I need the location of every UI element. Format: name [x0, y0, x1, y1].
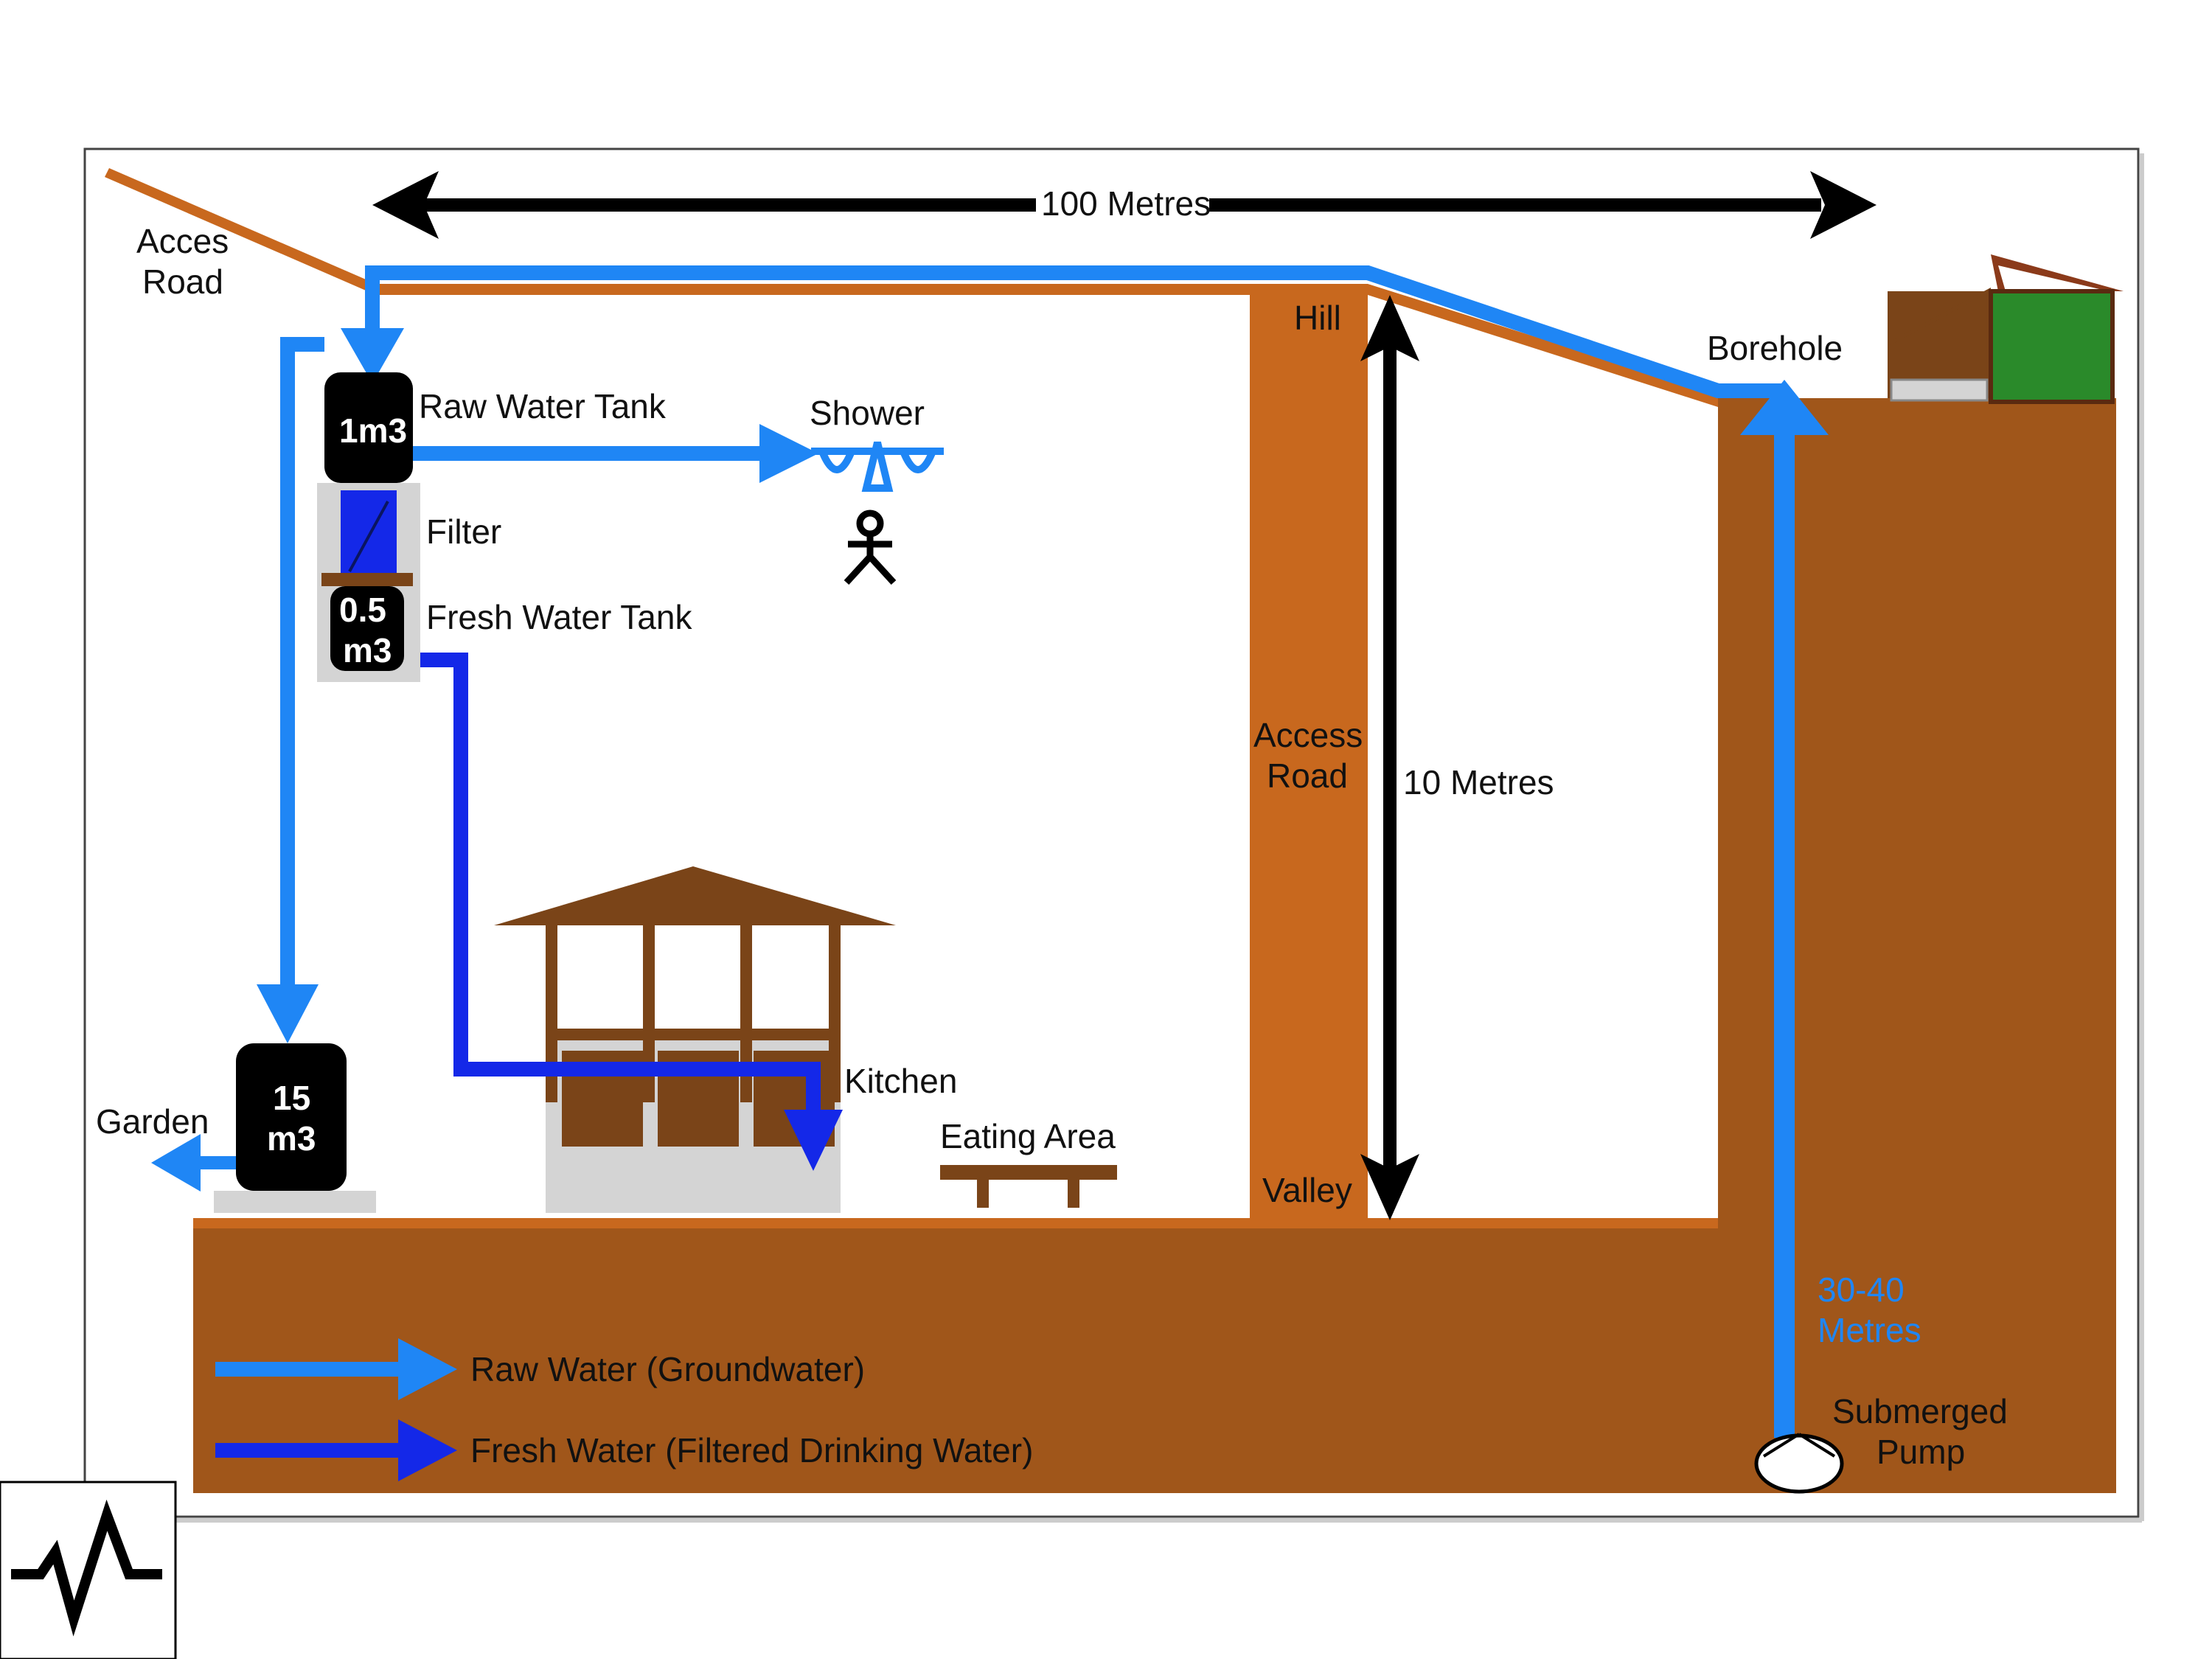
hill-slope-road	[1368, 284, 1718, 407]
fresh-water-tank-label: Fresh Water Tank	[426, 598, 692, 636]
fresh-water-tank: 0.5 m3	[330, 586, 404, 671]
fresh-tank-volume-line1: 0.5	[339, 591, 386, 629]
filter-label: Filter	[426, 512, 501, 551]
acces-road-label-line1: Acces	[136, 222, 229, 260]
hill-label: Hill	[1294, 299, 1341, 337]
borehole-label: Borehole	[1707, 329, 1843, 367]
distance-label-horizontal: 100 Metres	[1041, 184, 1211, 223]
storage-tank: 15 m3	[214, 1043, 376, 1213]
fresh-water-pipe	[398, 653, 821, 1124]
borehole-depth-label-line1: 30-40	[1818, 1270, 1905, 1309]
waveform-icon	[11, 1499, 162, 1637]
pump-house-base	[1890, 378, 1989, 402]
shower-inlet-arrow	[759, 424, 818, 483]
raw-tank-volume: 1m3	[339, 411, 407, 450]
acces-road-label-line2: Road	[142, 262, 223, 301]
legend-fresh-water-arrow	[398, 1419, 457, 1481]
pump-house-green-wall	[1989, 289, 2115, 404]
valley-ground	[193, 1224, 1718, 1493]
kitchen-roof	[494, 866, 896, 925]
distance-arrow-horizontal	[372, 171, 1877, 239]
borehole-up-arrow	[1740, 380, 1829, 435]
eating-area-table	[940, 1165, 1117, 1208]
raw-water-tank-label: Raw Water Tank	[419, 387, 667, 425]
kitchen-inlet-arrow	[784, 1110, 843, 1171]
access-road-label-line1: Access	[1253, 716, 1363, 754]
distance-arrow-vertical	[1360, 295, 1419, 1220]
legend-fresh-water-label: Fresh Water (Filtered Drinking Water)	[470, 1431, 1033, 1470]
valley-label: Valley	[1262, 1171, 1352, 1209]
submerged-pump-label-line2: Pump	[1877, 1433, 1965, 1471]
raw-tank-inlet-arrow	[341, 328, 404, 383]
hill-ground	[1718, 398, 2116, 1493]
eating-area-label: Eating Area	[940, 1117, 1116, 1155]
shower-head	[811, 441, 944, 492]
raw-water-supply-pipe	[365, 265, 1784, 398]
access-road-label-line2: Road	[1267, 757, 1348, 795]
hill-top-road	[376, 284, 1368, 295]
submerged-pump-label-line1: Submerged	[1832, 1392, 2008, 1430]
kitchen-label: Kitchen	[844, 1062, 957, 1100]
legend-raw-water-label: Raw Water (Groundwater)	[470, 1350, 865, 1388]
kitchen-building	[494, 866, 896, 1213]
access-road-vertical	[1250, 291, 1368, 1224]
storage-tank-volume-line2: m3	[267, 1119, 316, 1158]
storage-tank-inlet-arrow	[257, 984, 319, 1043]
legend-raw-water-arrow	[398, 1338, 457, 1400]
fresh-tank-volume-line2: m3	[343, 631, 392, 669]
distance-label-vertical: 10 Metres	[1403, 763, 1554, 801]
person-icon	[844, 509, 897, 585]
borehole-depth-label-line2: Metres	[1818, 1311, 1921, 1349]
filter	[321, 490, 413, 586]
garden-label: Garden	[96, 1102, 209, 1141]
pump-house	[1888, 254, 2124, 404]
shower-label: Shower	[810, 394, 925, 432]
garden-outlet-arrow	[151, 1134, 201, 1192]
raw-water-overflow-pipe	[280, 337, 324, 995]
legend: Raw Water (Groundwater) Fresh Water (Fil…	[215, 1338, 1033, 1481]
submerged-pump	[1754, 1433, 1844, 1494]
corner-logo	[0, 1481, 177, 1659]
storage-tank-volume-line1: 15	[273, 1079, 310, 1117]
valley-road-surface	[193, 1218, 1718, 1228]
acces-road-slope	[105, 168, 376, 295]
